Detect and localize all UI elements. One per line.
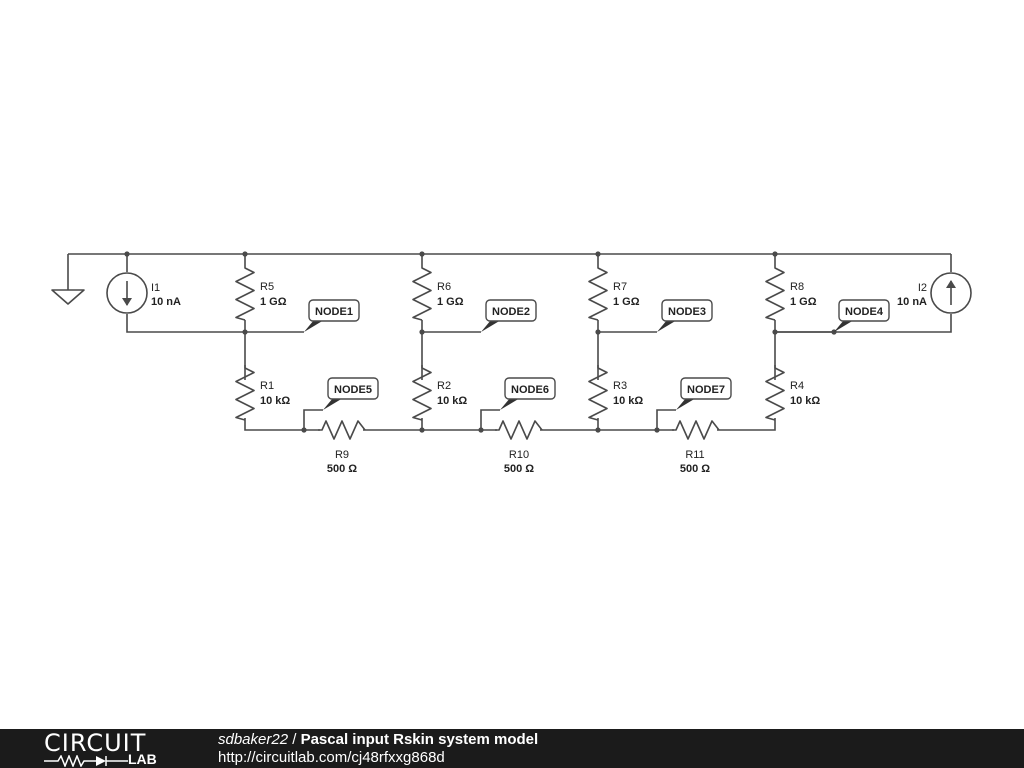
label-r5-value: 1 GΩ — [260, 296, 287, 308]
label-i1-ref: I1 — [151, 282, 160, 294]
label-r1-ref: R1 — [260, 380, 274, 392]
label-r10-value: 500 Ω — [504, 463, 534, 475]
net-label-node6: NODE6 — [500, 377, 556, 410]
footer-bar: CIRCUIT LAB sdbaker22 / Pascal input Rsk… — [0, 729, 1024, 768]
label-r7-value: 1 GΩ — [613, 296, 640, 308]
label-r7-ref: R7 — [613, 281, 627, 293]
circuit-url-link[interactable]: http://circuitlab.com/cj48rfxxg868d — [218, 749, 445, 766]
label-r5-ref: R5 — [260, 281, 274, 293]
svg-text:NODE2: NODE2 — [492, 306, 530, 318]
label-r11-ref: R11 — [685, 449, 704, 461]
label-r8-value: 1 GΩ — [790, 296, 817, 308]
label-r8-ref: R8 — [790, 281, 804, 293]
label-r6-value: 1 GΩ — [437, 296, 464, 308]
resistor-r9 — [318, 420, 366, 440]
label-i2-value: 10 nA — [897, 296, 927, 308]
current-source-i2 — [930, 272, 972, 314]
label-r4-ref: R4 — [790, 380, 804, 392]
resistor-r5 — [235, 265, 255, 321]
label-r9-ref: R9 — [335, 449, 349, 461]
net-label-node1: NODE1 — [304, 299, 360, 332]
resistor-r4 — [765, 365, 785, 421]
label-r3-ref: R3 — [613, 380, 627, 392]
author-name[interactable]: sdbaker22 — [218, 731, 289, 748]
svg-text:NODE3: NODE3 — [668, 306, 706, 318]
label-r2-ref: R2 — [437, 380, 451, 392]
net-label-node4: NODE4 — [834, 299, 890, 332]
svg-text:NODE7: NODE7 — [687, 384, 725, 396]
title-separator: / — [288, 731, 301, 748]
net-label-node3: NODE3 — [657, 299, 713, 332]
ground-symbol — [51, 254, 85, 305]
resistor-r10 — [495, 420, 543, 440]
footer-title-line: sdbaker22 / Pascal input Rskin system mo… — [218, 731, 538, 749]
current-source-i1 — [106, 272, 148, 314]
svg-text:NODE5: NODE5 — [334, 384, 372, 396]
resistor-r2 — [412, 365, 432, 421]
net-label-node5: NODE5 — [323, 377, 379, 410]
label-i1-value: 10 nA — [151, 296, 181, 308]
label-r3-value: 10 kΩ — [613, 395, 643, 407]
circuit-schematic: I1 10 nA I2 10 nA R5 1 GΩ R6 1 GΩ R7 1 G… — [51, 251, 972, 475]
resistor-r6 — [412, 265, 432, 321]
label-r6-ref: R6 — [437, 281, 451, 293]
logo-wordmark-bottom: LAB — [128, 751, 157, 767]
logo-wordmark-top: CIRCUIT — [44, 729, 147, 757]
resistor-r11 — [672, 420, 720, 440]
label-r4-value: 10 kΩ — [790, 395, 820, 407]
label-i2-ref: I2 — [918, 282, 927, 294]
label-r1-value: 10 kΩ — [260, 395, 290, 407]
svg-text:NODE6: NODE6 — [511, 384, 549, 396]
label-r9-value: 500 Ω — [327, 463, 357, 475]
net-label-node2: NODE2 — [481, 299, 537, 332]
resistor-r8 — [765, 265, 785, 321]
svg-text:NODE4: NODE4 — [845, 306, 884, 318]
circuitlab-logo[interactable]: CIRCUIT LAB — [40, 731, 180, 767]
resistor-r1 — [235, 365, 255, 421]
resistor-r3 — [588, 365, 608, 421]
label-r10-ref: R10 — [509, 449, 529, 461]
junction-dots — [124, 251, 837, 433]
resistor-r7 — [588, 265, 608, 321]
resistor-diode-icon — [44, 755, 128, 767]
label-r2-value: 10 kΩ — [437, 395, 467, 407]
net-label-node7: NODE7 — [676, 377, 732, 410]
svg-text:NODE1: NODE1 — [315, 306, 353, 318]
circuit-title: Pascal input Rskin system model — [300, 731, 539, 748]
label-r11-value: 500 Ω — [680, 463, 710, 475]
